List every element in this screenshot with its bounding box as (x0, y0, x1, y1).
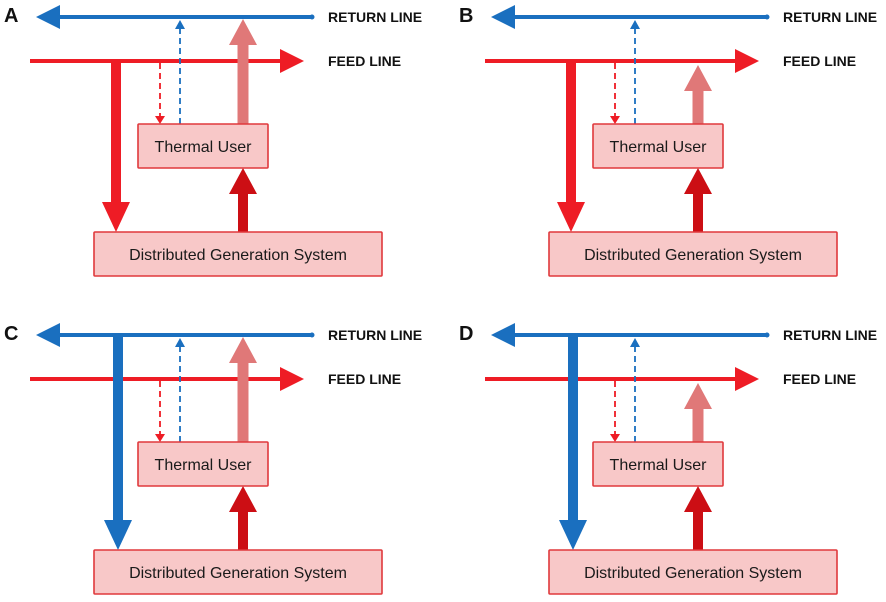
dashed-supply-arrowhead (155, 434, 165, 442)
panel-d: D RETURN LINE FEED LINE Thermal User Dis… (459, 323, 877, 595)
return-line-label: RETURN LINE (783, 9, 877, 25)
feed-line-label: FEED LINE (783, 371, 856, 387)
panel-c: C RETURN LINE FEED LINE Thermal User Dis… (4, 323, 422, 595)
supply-to-generation-arrow (557, 61, 585, 232)
thermal-user-box (137, 123, 269, 169)
panel-letter: B (459, 5, 473, 27)
return-line-end-dot (309, 332, 315, 338)
supply-to-generation-arrow (102, 61, 130, 232)
return-line (491, 5, 770, 29)
generation-system-label: Distributed Generation System (584, 247, 802, 264)
thermal-user-box (137, 441, 269, 487)
dashed-supply-arrowhead (155, 116, 165, 124)
panel-letter: C (4, 323, 18, 345)
user-to-return-arrow (684, 65, 712, 124)
dashed-supply-arrowhead (610, 116, 620, 124)
feed-line-label: FEED LINE (328, 371, 401, 387)
panel-letter: D (459, 323, 473, 345)
return-line-label: RETURN LINE (328, 9, 422, 25)
return-line-label: RETURN LINE (328, 327, 422, 343)
generation-to-user-arrow (684, 168, 712, 232)
generation-to-user-arrow (229, 168, 257, 232)
return-line-end-dot (309, 14, 315, 20)
thermal-user-label: Thermal User (155, 139, 253, 156)
generation-to-user-arrow (684, 486, 712, 550)
generation-system-label: Distributed Generation System (584, 565, 802, 582)
panel-a: A RETURN LINE FEED LINE Thermal User Dis… (4, 5, 422, 277)
dashed-return-arrowhead (630, 338, 640, 347)
generation-system-box (93, 231, 383, 277)
user-to-return-arrow (684, 383, 712, 442)
thermal-user-label: Thermal User (155, 457, 253, 474)
generation-to-user-arrow (229, 486, 257, 550)
feed-line-label: FEED LINE (328, 53, 401, 69)
thermal-user-box (592, 441, 724, 487)
dashed-return-arrowhead (175, 338, 185, 347)
generation-system-label: Distributed Generation System (129, 247, 347, 264)
flows (104, 335, 257, 550)
return-line (36, 5, 315, 29)
return-line-end-dot (764, 14, 770, 20)
generation-system-label: Distributed Generation System (129, 565, 347, 582)
thermal-user-label: Thermal User (610, 139, 708, 156)
flows (557, 20, 712, 232)
thermal-user-label: Thermal User (610, 457, 708, 474)
generation-system-box (93, 549, 383, 595)
user-to-return-arrow (229, 337, 257, 442)
dashed-return-arrowhead (175, 20, 185, 29)
supply-to-generation-arrow (104, 335, 132, 550)
return-line (36, 323, 315, 347)
return-line-label: RETURN LINE (783, 327, 877, 343)
return-line-end-dot (764, 332, 770, 338)
thermal-user-box (592, 123, 724, 169)
flows (102, 19, 257, 232)
panel-b: B RETURN LINE FEED LINE Thermal User Dis… (459, 5, 877, 277)
supply-to-generation-arrow (559, 335, 587, 550)
feed-line-label: FEED LINE (783, 53, 856, 69)
panel-letter: A (4, 5, 18, 27)
flows (559, 335, 712, 550)
generation-system-box (548, 231, 838, 277)
dashed-supply-arrowhead (610, 434, 620, 442)
generation-system-box (548, 549, 838, 595)
user-to-return-arrow (229, 19, 257, 124)
return-line (491, 323, 770, 347)
dashed-return-arrowhead (630, 20, 640, 29)
